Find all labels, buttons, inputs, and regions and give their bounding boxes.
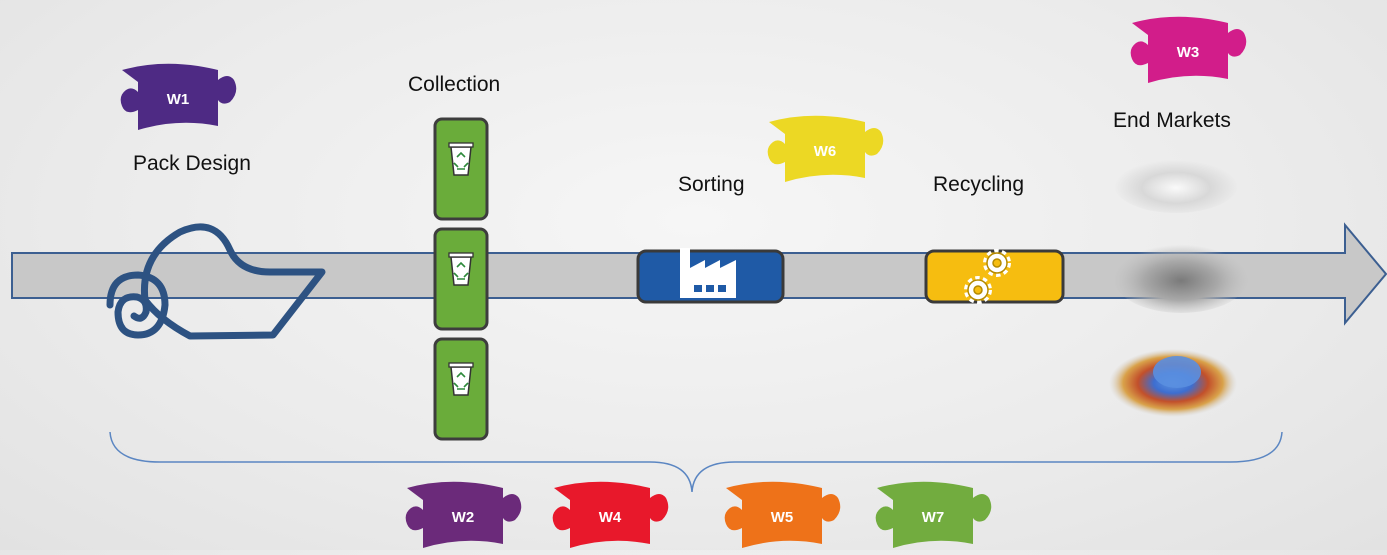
puzzle-piece-w1: W1	[120, 63, 237, 130]
collection-bins	[433, 117, 489, 441]
pellet-pile-icon	[1114, 157, 1238, 213]
puzzle-piece-label: W3	[1177, 44, 1200, 61]
puzzle-piece-label: W7	[922, 509, 945, 526]
blue-pellet-core	[1153, 356, 1201, 388]
pellet-pile-icon	[1113, 241, 1249, 313]
puzzle-piece-label: W5	[771, 509, 794, 526]
stage-label-end-markets: End Markets	[1113, 109, 1231, 132]
puzzle-piece-w2: W2	[405, 481, 522, 548]
bottom-brace	[109, 431, 1283, 493]
recycling-box	[924, 249, 1065, 304]
puzzle-piece-w5: W5	[724, 481, 841, 548]
stage-label-recycling: Recycling	[933, 173, 1025, 196]
puzzle-piece-w6: W6	[767, 115, 884, 182]
stage-label-collection: Collection	[408, 73, 501, 96]
gears-icon	[964, 249, 1011, 304]
end-market-materials	[1109, 157, 1249, 417]
stage-label-sorting: Sorting	[678, 173, 745, 196]
recycle-bin-icon	[433, 227, 489, 331]
packaging-film-roll-icon	[106, 223, 326, 340]
puzzle-piece-label: W6	[814, 143, 837, 160]
puzzle-piece-w4: W4	[552, 481, 669, 548]
recycle-bin-icon	[433, 117, 489, 221]
puzzle-piece-w3: W3	[1130, 16, 1247, 83]
puzzle-piece-label: W1	[167, 91, 190, 108]
factory-icon	[680, 248, 736, 298]
sorting-box	[636, 248, 785, 304]
puzzle-piece-label: W2	[452, 509, 475, 526]
puzzle-piece-label: W4	[599, 509, 622, 526]
recycle-bin-icon	[433, 337, 489, 441]
puzzle-piece-w7: W7	[875, 481, 992, 548]
stage-label-pack-design: Pack Design	[133, 152, 251, 175]
